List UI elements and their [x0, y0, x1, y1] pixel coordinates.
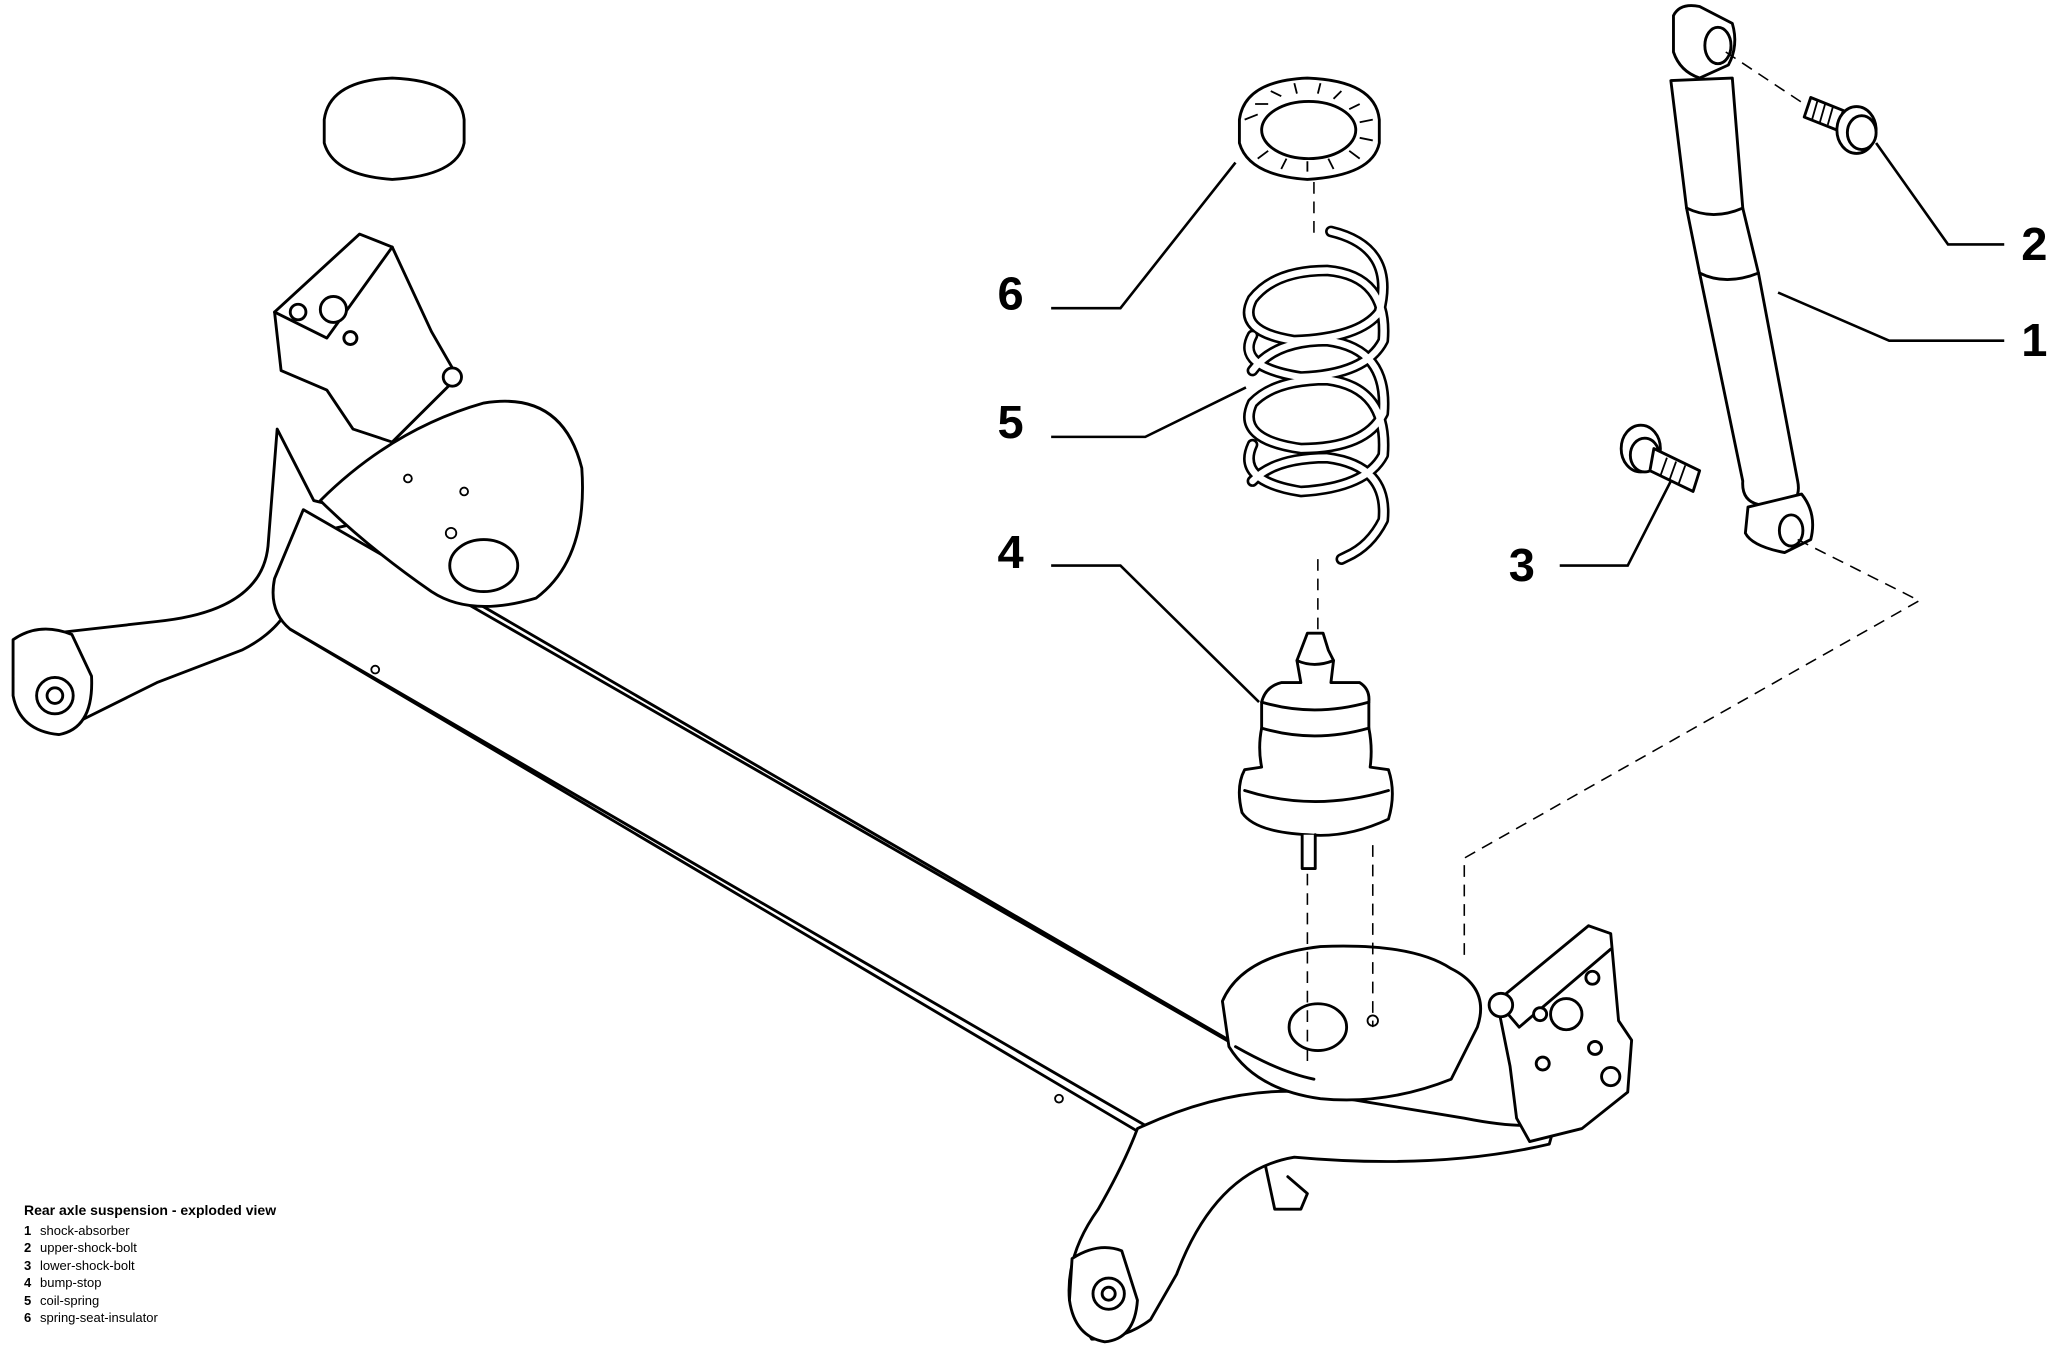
- legend-row: 1 shock-absorber: [24, 1222, 276, 1240]
- legend-row: 3 lower-shock-bolt: [24, 1257, 276, 1275]
- legend-part: upper-shock-bolt: [40, 1240, 137, 1256]
- legend-number: 5: [24, 1292, 32, 1308]
- legend-number: 2: [24, 1240, 32, 1256]
- legend-row: 6 spring-seat-insulator: [24, 1309, 276, 1327]
- shock-absorber: [1669, 4, 1815, 555]
- legend-number: 4: [24, 1275, 32, 1291]
- legend-part: coil-spring: [40, 1292, 100, 1308]
- spring-seat-insulator-drawing: [1237, 76, 1381, 181]
- callout-5: 5: [998, 396, 1024, 448]
- coil-spring: [1242, 225, 1390, 565]
- spring-seat-insulator: [322, 76, 466, 181]
- assembly-lines: [1306, 51, 1921, 1067]
- bump-stop: [1237, 631, 1394, 870]
- callout-6: 6: [998, 268, 1024, 320]
- callout-labels: 2 1 3 6 5 4: [998, 218, 2048, 591]
- leader-1: [1777, 291, 2005, 342]
- diagram-title: Rear axle suspension - exploded view: [24, 1201, 277, 1218]
- leader-3: [1559, 480, 1673, 567]
- leader-5: [1051, 386, 1247, 439]
- legend-number: 6: [24, 1310, 32, 1326]
- legend-number: 3: [24, 1257, 32, 1273]
- legend-part: lower-shock-bolt: [40, 1257, 135, 1273]
- leader-lines: [1051, 142, 2005, 704]
- lower-shock-bolt: [1619, 423, 1702, 493]
- legend-row: 4 bump-stop: [24, 1274, 276, 1292]
- upper-shock-bolt: [1802, 96, 1878, 155]
- legend-part: bump-stop: [40, 1275, 102, 1291]
- legend-part: shock-absorber: [40, 1222, 130, 1238]
- leader-6: [1051, 161, 1237, 310]
- legend-row: 5 coil-spring: [24, 1292, 276, 1310]
- callout-3: 3: [1509, 539, 1535, 591]
- callout-1: 1: [2021, 314, 2047, 366]
- rear-axle-beam: [11, 232, 1634, 1344]
- legend-number: 1: [24, 1222, 32, 1238]
- parts-legend: Rear axle suspension - exploded view 1 sh…: [24, 1201, 276, 1327]
- leader-4: [1051, 564, 1260, 704]
- callout-4: 4: [998, 526, 1024, 578]
- callout-2: 2: [2021, 218, 2047, 270]
- leader-2: [1875, 142, 2005, 246]
- legend-part: spring-seat-insulator: [40, 1310, 158, 1326]
- legend-row: 2 upper-shock-bolt: [24, 1239, 276, 1257]
